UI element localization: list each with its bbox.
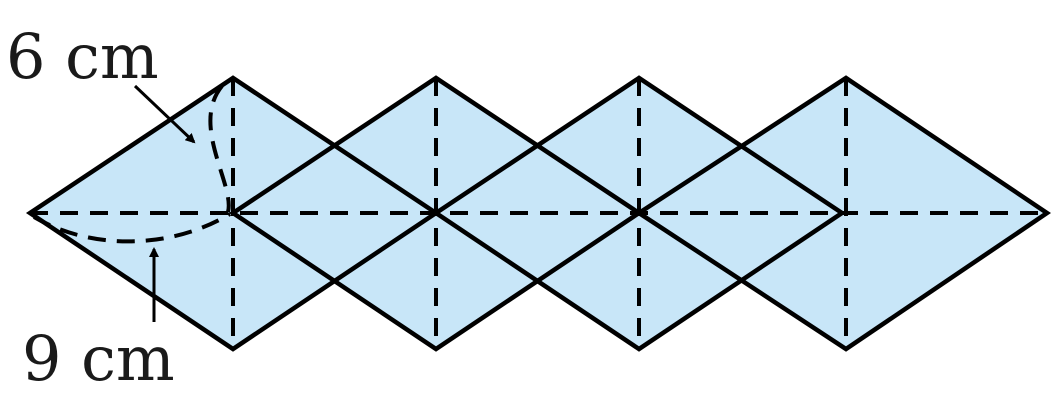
rhombus-3-outline bbox=[431, 75, 847, 352]
rhombus-outlines bbox=[25, 75, 1051, 352]
top-measure-arrow bbox=[133, 84, 196, 144]
top-measure-label: 6 cm bbox=[6, 20, 159, 93]
bottom-measure-arc bbox=[32, 212, 232, 244]
bottom-measure-label: 9 cm bbox=[22, 322, 175, 395]
measure-arcs bbox=[32, 84, 232, 244]
top-measure-arc bbox=[208, 84, 231, 213]
rhombus-4-outline bbox=[634, 75, 1051, 352]
measure-arrows bbox=[133, 84, 196, 322]
